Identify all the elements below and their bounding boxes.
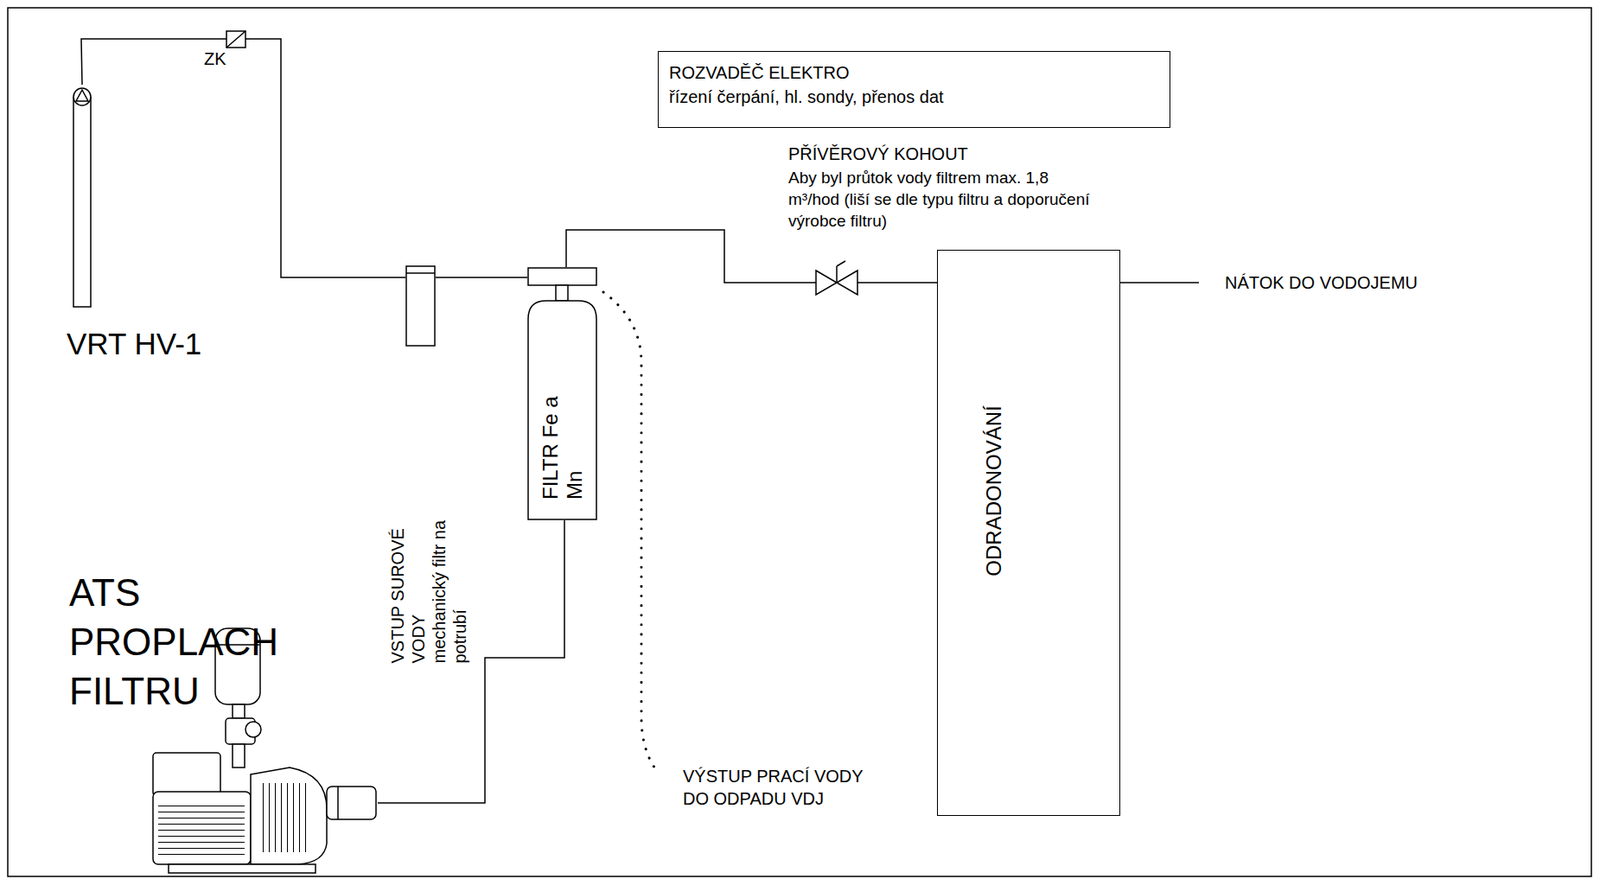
text-group: ODRADONOVÁNÍ (981, 405, 1007, 576)
waste-outlet-label: VÝSTUP PRACÍ VODY DO ODPADU VDJ (682, 764, 891, 810)
text-group: FILTR Fe a Mn (538, 369, 587, 500)
check-valve-symbol (226, 31, 246, 48)
pipe-connector (435, 276, 528, 279)
flushing-pump: ATS PROPLACH FILTRU (151, 627, 378, 875)
outlet-pipe (1120, 281, 1199, 284)
booster-pump-illustration (152, 628, 377, 874)
valve-label: ZK (203, 48, 227, 71)
valve-label: PŘÍVĚROVÝ KOHOUT (788, 143, 969, 166)
mechanical-filter: VSTUP SUROVÉ VODYmechanický filtr na pot… (405, 265, 436, 347)
iron-manganese-filter: FILTR Fe a Mn (527, 267, 598, 521)
well-pump: VRT HV-1 (72, 84, 92, 308)
node-shape (405, 265, 436, 347)
radon-removal-box: ODRADONOVÁNÍ (937, 249, 1121, 816)
pipe-connector (566, 229, 938, 283)
node-text: mechanický filtr na potrubí (428, 478, 471, 664)
node-text: ATS PROPLACH FILTRU (69, 567, 294, 716)
node-shape (72, 84, 92, 308)
mechanical-filter-symbol (406, 266, 435, 346)
node-text: VSTUP SUROVÉ VODY (387, 478, 429, 664)
flow-note: Aby byl průtok vody filtrem max. 1,8 m³/… (788, 166, 1102, 232)
text-group: ATS PROPLACH FILTRU (69, 567, 294, 716)
wash-water-dotted-line (603, 292, 657, 772)
text-group: ROZVADĚČ ELEKTROřízení čerpání, hl. sond… (658, 51, 1170, 118)
node-text: ROZVADĚČ ELEKTRO (669, 60, 1160, 85)
drawing-frame (7, 7, 1592, 877)
node-text: VRT HV-1 (66, 326, 202, 362)
filter-tank-symbol (528, 267, 597, 520)
node-shape (151, 627, 378, 875)
pipe-connector (81, 38, 406, 278)
node-text: ODRADONOVÁNÍ (981, 405, 1007, 576)
node-shape (527, 267, 598, 521)
text-group: VRT HV-1 (66, 326, 202, 362)
node-text: řízení čerpání, hl. sondy, přenos dat (669, 84, 1160, 109)
switchboard-box: ROZVADĚČ ELEKTROřízení čerpání, hl. sond… (657, 50, 1171, 128)
outlet-label: NÁTOK DO VODOJEMU (1224, 272, 1418, 294)
node-text: FILTR Fe a Mn (538, 369, 587, 500)
well-pump-symbol (73, 88, 91, 307)
text-group: VSTUP SUROVÉ VODYmechanický filtr na pot… (387, 478, 471, 664)
shutoff-valve-symbol (815, 261, 858, 295)
